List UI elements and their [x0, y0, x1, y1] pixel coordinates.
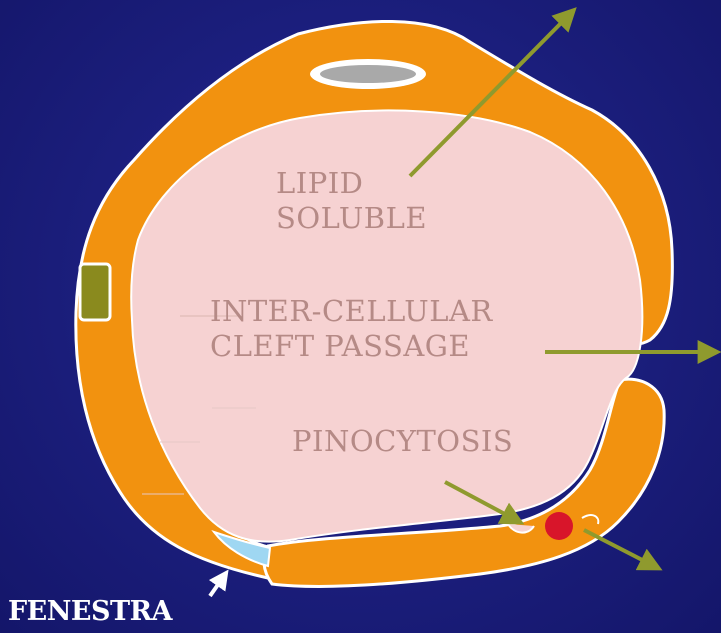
- wall-organelle: [80, 264, 110, 320]
- lipid-label-line2: SOLUBLE: [276, 201, 427, 235]
- fenestra-label: FENESTRA: [8, 596, 172, 627]
- nucleus-chromatin: [320, 65, 416, 83]
- pinocytosis-out-arrow: [584, 530, 654, 566]
- cleft-label-line2: CLEFT PASSAGE: [210, 329, 470, 363]
- cleft-label-line1: INTER-CELLULAR: [210, 294, 493, 328]
- lipid-label-line1: LIPID: [276, 166, 363, 200]
- pinocytic-vesicle: [545, 512, 573, 540]
- pinocytosis-label: PINOCYTOSIS: [292, 424, 513, 459]
- fenestra-arrow: [210, 576, 224, 596]
